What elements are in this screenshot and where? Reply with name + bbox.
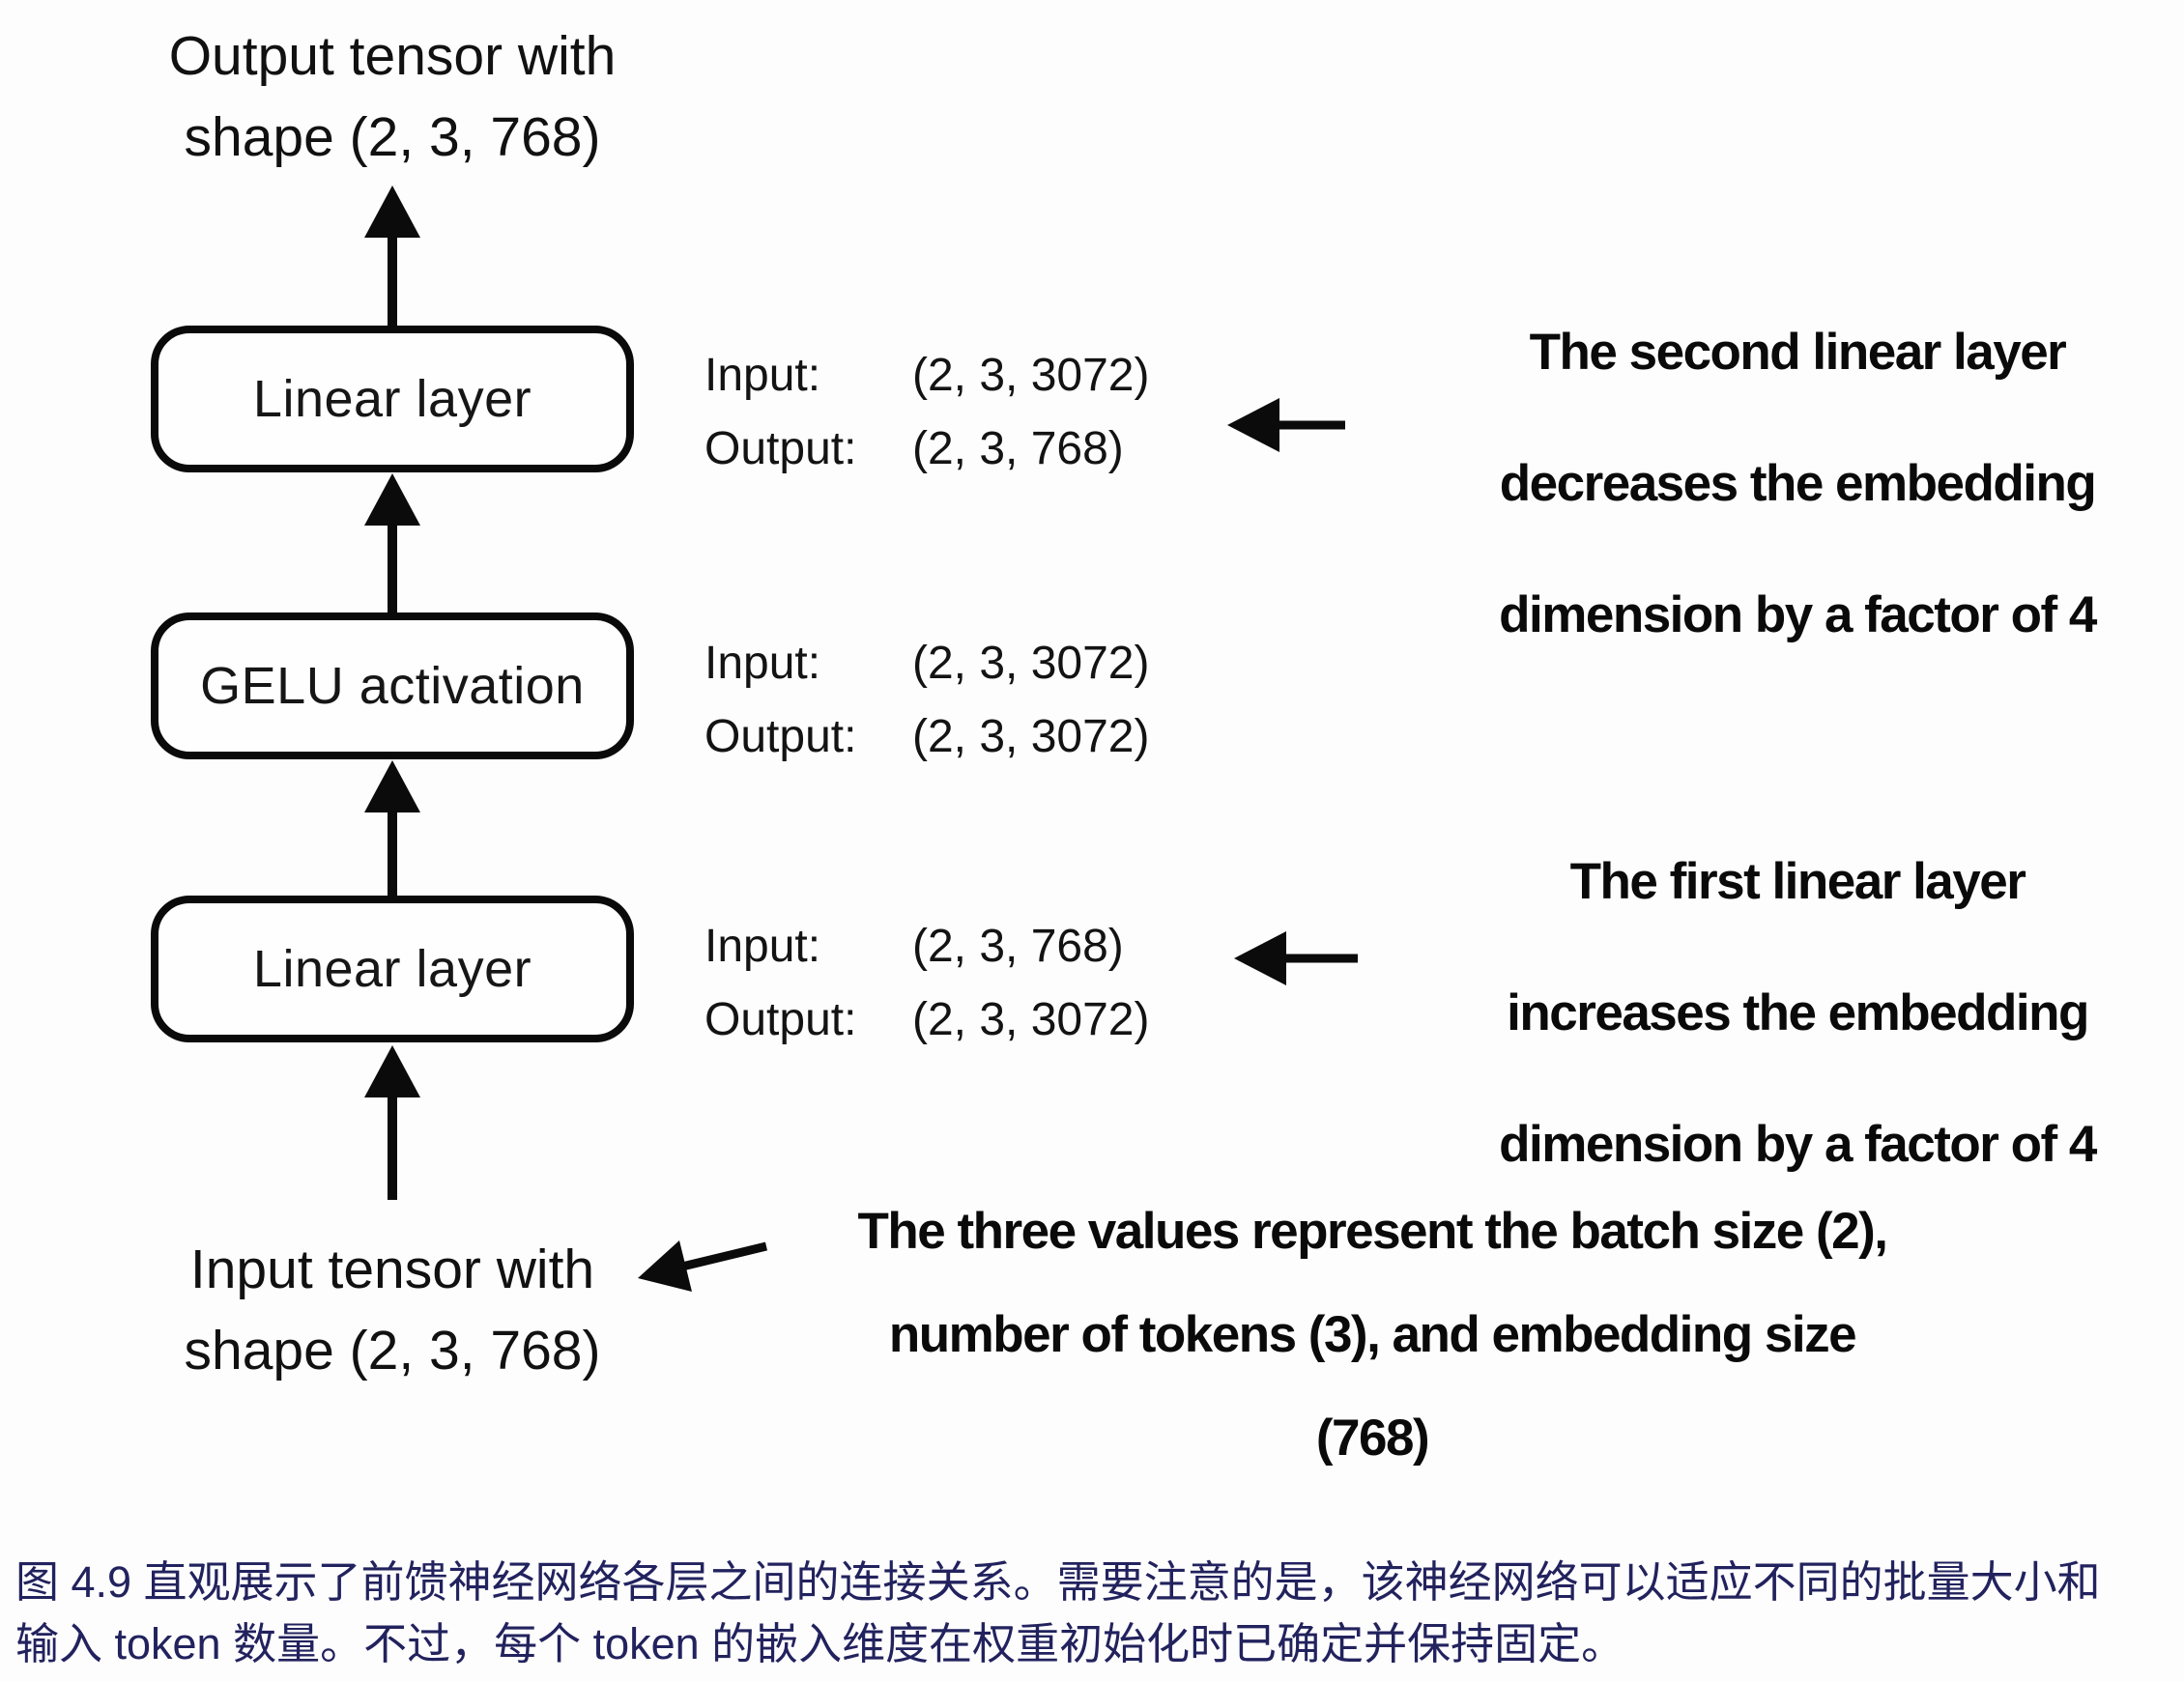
- io-input-key: Input:: [704, 349, 821, 401]
- annotation-line: number of tokens (3), and embedding size: [888, 1306, 1857, 1363]
- io-row-input: Input: (2, 3, 3072): [704, 626, 1246, 699]
- io-input-key: Input:: [704, 637, 821, 689]
- io-row-output: Output: (2, 3, 3072): [704, 699, 1246, 773]
- linear-layer-1-io: Input: (2, 3, 768) Output: (2, 3, 3072): [704, 909, 1246, 1056]
- figure-caption-line1: 图 4.9 直观展示了前馈神经网络各层之间的连接关系。需要注意的是，该神经网络可…: [15, 1557, 2101, 1607]
- annotation-line: (768): [1315, 1410, 1430, 1467]
- left-arrow-annotation-first-icon: [1234, 931, 1358, 985]
- annotation-line: The first linear layer: [1569, 853, 2026, 910]
- linear-layer-1-label: Linear layer: [252, 940, 532, 998]
- annotation-second-linear-layer: The second linear layer decreases the em…: [1430, 287, 2165, 681]
- figure-caption-line2: 输入 token 数量。不过，每个 token 的嵌入维度在权重初始化时已确定并…: [15, 1619, 1625, 1668]
- gelu-activation-box: GELU activation: [151, 613, 634, 759]
- output-tensor-label: Output tensor with shape (2, 3, 768): [122, 15, 663, 178]
- annotation-first-linear-layer: The first linear layer increases the emb…: [1430, 816, 2165, 1211]
- figure-caption: 图 4.9 直观展示了前馈神经网络各层之间的连接关系。需要注意的是，该神经网络可…: [15, 1552, 2176, 1675]
- io-input-value: (2, 3, 3072): [912, 349, 1150, 401]
- annotation-three-values: The three values represent the batch siz…: [763, 1180, 1981, 1490]
- input-tensor-label-line2: shape (2, 3, 768): [184, 1320, 601, 1382]
- io-output-value: (2, 3, 768): [912, 422, 1124, 474]
- linear-layer-2-label: Linear layer: [252, 370, 532, 428]
- io-output-key: Output:: [704, 710, 857, 762]
- up-arrow-linear1-to-gelu-icon: [364, 760, 420, 896]
- io-output-key: Output:: [704, 993, 857, 1045]
- annotation-line: The second linear layer: [1529, 324, 2067, 381]
- io-input-value: (2, 3, 768): [912, 920, 1124, 972]
- up-arrow-gelu-to-linear2-icon: [364, 473, 420, 613]
- io-row-input: Input: (2, 3, 3072): [704, 338, 1246, 412]
- input-tensor-label-line1: Input tensor with: [189, 1239, 595, 1300]
- annotation-line: dimension by a factor of 4: [1499, 1116, 2097, 1173]
- linear-layer-1-box: Linear layer: [151, 896, 634, 1042]
- linear-layer-2-box: Linear layer: [151, 326, 634, 472]
- gelu-activation-label: GELU activation: [200, 657, 585, 715]
- input-tensor-label: Input tensor with shape (2, 3, 768): [122, 1229, 663, 1391]
- io-input-key: Input:: [704, 920, 821, 972]
- up-arrow-from-input-icon: [364, 1045, 420, 1200]
- output-tensor-label-line1: Output tensor with: [168, 25, 617, 87]
- io-row-output: Output: (2, 3, 3072): [704, 983, 1246, 1056]
- annotation-line: increases the embedding: [1507, 984, 2089, 1041]
- io-output-key: Output:: [704, 422, 857, 474]
- up-arrow-to-output-icon: [364, 185, 420, 326]
- gelu-activation-io: Input: (2, 3, 3072) Output: (2, 3, 3072): [704, 626, 1246, 773]
- io-row-input: Input: (2, 3, 768): [704, 909, 1246, 983]
- output-tensor-label-line2: shape (2, 3, 768): [184, 106, 601, 168]
- io-output-value: (2, 3, 3072): [912, 993, 1150, 1045]
- annotation-line: dimension by a factor of 4: [1499, 586, 2097, 643]
- annotation-line: The three values represent the batch siz…: [857, 1203, 1889, 1260]
- linear-layer-2-io: Input: (2, 3, 3072) Output: (2, 3, 768): [704, 338, 1246, 485]
- io-output-value: (2, 3, 3072): [912, 710, 1150, 762]
- annotation-line: decreases the embedding: [1499, 455, 2097, 512]
- io-input-value: (2, 3, 3072): [912, 637, 1150, 689]
- io-row-output: Output: (2, 3, 768): [704, 412, 1246, 485]
